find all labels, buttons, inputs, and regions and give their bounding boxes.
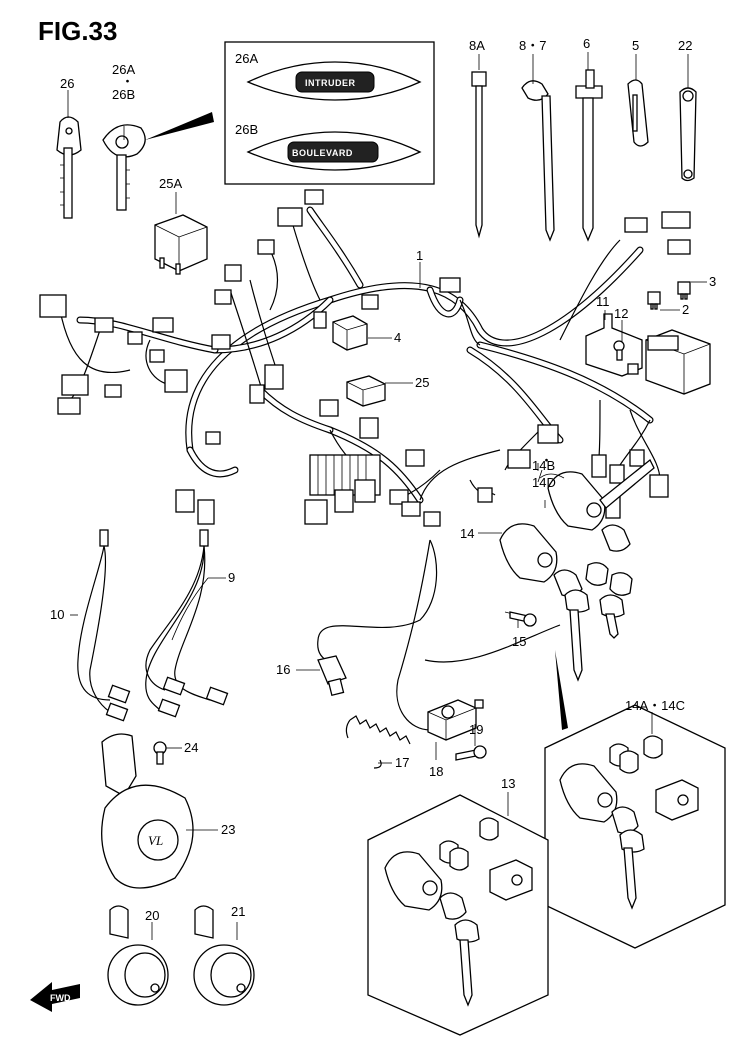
sensor-lead-9	[145, 529, 229, 718]
callout-14b: 14B	[532, 458, 555, 473]
ignition-key-26a-26b	[102, 124, 146, 211]
horn-21	[193, 905, 255, 1006]
fwd-arrow-icon: FWD	[30, 982, 80, 1012]
relay-25	[346, 375, 386, 407]
emblem-pointer	[145, 112, 214, 140]
harness-connectors	[39, 189, 691, 527]
callout-11: 11	[596, 294, 610, 309]
callout-25a: 25A	[159, 176, 182, 191]
callout-5: 5	[632, 38, 639, 53]
callout-4: 4	[394, 330, 401, 345]
horn-vl-mark: VL	[148, 833, 163, 848]
callout-dot-26: ・	[121, 74, 134, 89]
callout-13: 13	[501, 776, 515, 791]
screw-15	[504, 611, 537, 627]
callout-22: 22	[678, 38, 692, 53]
sensor-lead-10	[77, 529, 131, 722]
callout-26a: 26A	[112, 62, 135, 77]
emblem-label-26a: 26A	[235, 51, 258, 66]
callout-2: 2	[682, 302, 689, 317]
screw-19	[455, 745, 487, 761]
lock-set-14a-14c	[559, 735, 699, 910]
callout-15: 15	[512, 634, 526, 649]
callout-14a-14c: 14A・14C	[625, 698, 685, 713]
switch-16	[317, 539, 561, 731]
callout-21: 21	[231, 904, 245, 919]
horn-20	[107, 905, 169, 1006]
lock-set-13	[384, 817, 533, 1007]
spring-17	[345, 715, 411, 769]
callout-14d: 14D	[532, 475, 556, 490]
callout-12: 12	[614, 306, 628, 321]
callout-6: 6	[583, 36, 590, 51]
leader-lines	[67, 52, 707, 940]
callout-25: 25	[415, 375, 429, 390]
callout-18: 18	[429, 764, 443, 779]
callout-labels: 26 26A ・ 26B 26A 26B INTRUDER BOULEVARD …	[50, 36, 716, 923]
figure-title: FIG.33	[38, 16, 117, 46]
emblem-26a	[246, 61, 422, 101]
screw-12	[613, 340, 625, 361]
emblem-26b	[246, 131, 422, 171]
cable-tie-8a	[471, 71, 487, 239]
relay-25a	[154, 214, 208, 275]
ignition-key-26	[56, 116, 82, 219]
callout-20: 20	[145, 908, 159, 923]
fwd-label: FWD	[50, 993, 71, 1003]
callout-1: 1	[416, 248, 423, 263]
emblem-text-intruder: INTRUDER	[305, 78, 356, 88]
lock-set-14	[499, 458, 655, 682]
screw-24	[153, 741, 167, 765]
callout-3: 3	[709, 274, 716, 289]
clamp-5	[627, 79, 649, 147]
emblem-text-boulevard: BOULEVARD	[292, 148, 353, 158]
callout-26: 26	[60, 76, 74, 91]
callout-14: 14	[460, 526, 474, 541]
callout-19: 19	[469, 722, 483, 737]
cable-clamp-6	[575, 69, 603, 242]
callout-16: 16	[276, 662, 290, 677]
lock-set-pointer	[555, 650, 568, 730]
callout-24: 24	[184, 740, 198, 755]
fuse-box	[645, 329, 711, 395]
callout-26b: 26B	[112, 87, 135, 102]
fuse-3	[677, 281, 691, 300]
fuse-2	[647, 291, 661, 310]
callout-dot-14: ・	[540, 453, 553, 468]
switch-18	[427, 699, 484, 741]
clamp-22	[679, 87, 697, 182]
callout-23: 23	[221, 822, 235, 837]
callout-8a: 8A	[469, 38, 485, 53]
horn-23: VL	[101, 784, 194, 889]
callout-10: 10	[50, 607, 64, 622]
callout-8-7: 8・7	[519, 38, 546, 53]
emblem-label-26b: 26B	[235, 122, 258, 137]
callout-17: 17	[395, 755, 409, 770]
horn-bracket	[101, 733, 137, 797]
callout-9: 9	[228, 570, 235, 585]
cable-clamp-8-7	[521, 80, 555, 242]
connector-4	[332, 315, 368, 351]
main-wiring-harness-1	[59, 206, 661, 504]
